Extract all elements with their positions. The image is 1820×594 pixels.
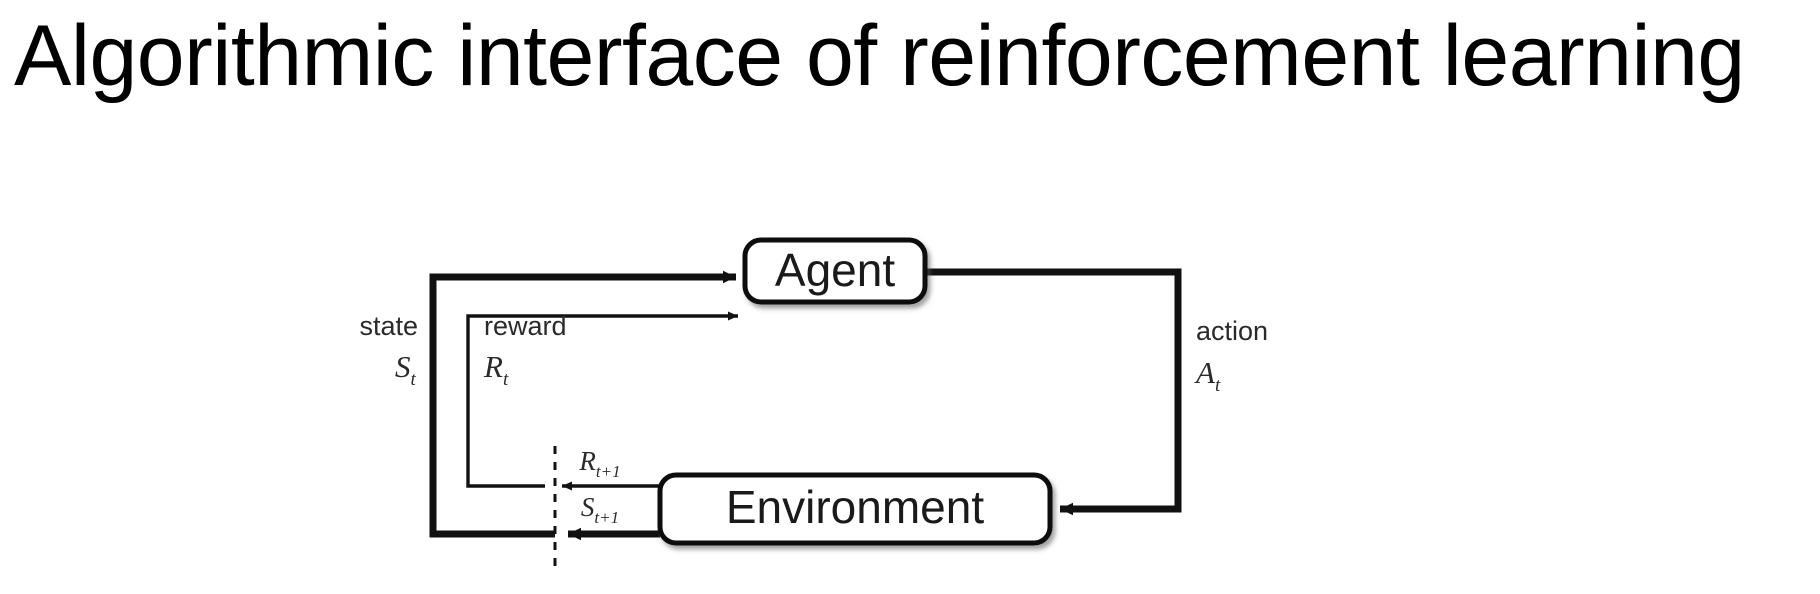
label-state-next-symbol: St+1 — [581, 492, 619, 527]
label-reward: reward Rt — [483, 311, 567, 390]
label-action-symbol-base: A — [1194, 355, 1216, 390]
label-state-symbol: St — [395, 349, 417, 390]
label-reward-symbol: Rt — [483, 349, 509, 390]
node-environment-label: Environment — [726, 481, 984, 533]
label-action: action At — [1194, 316, 1268, 396]
node-environment[interactable]: Environment — [657, 472, 1053, 546]
node-agent[interactable]: Agent — [742, 237, 928, 305]
label-reward-next-base: R — [578, 446, 596, 476]
label-reward-next-symbol: Rt+1 — [578, 446, 620, 481]
edge-reward-in — [466, 311, 738, 488]
label-action-symbol: At — [1194, 355, 1221, 396]
label-state-symbol-subscript: t — [411, 369, 417, 390]
label-state: state St — [359, 311, 418, 390]
label-action-text: action — [1196, 316, 1268, 346]
node-agent-label: Agent — [775, 244, 895, 296]
edge-state-in — [429, 270, 736, 538]
edge-action-out — [925, 268, 1182, 516]
label-action-symbol-subscript: t — [1215, 375, 1221, 396]
label-reward-text: reward — [484, 311, 567, 341]
label-reward-next-subscript: t+1 — [596, 462, 621, 481]
label-reward-next: Rt+1 — [578, 446, 620, 481]
label-state-next-subscript: t+1 — [594, 508, 619, 527]
label-state-next: St+1 — [581, 492, 619, 527]
page-title: Algorithmic interface of reinforcement l… — [14, 8, 1745, 104]
label-reward-symbol-subscript: t — [503, 369, 509, 390]
label-state-text: state — [359, 311, 418, 341]
label-state-next-base: S — [581, 492, 595, 522]
label-reward-symbol-base: R — [483, 349, 503, 384]
reinforcement-learning-diagram: Agent Environment state St reward Rt — [0, 150, 1820, 594]
label-state-symbol-base: S — [395, 349, 411, 384]
